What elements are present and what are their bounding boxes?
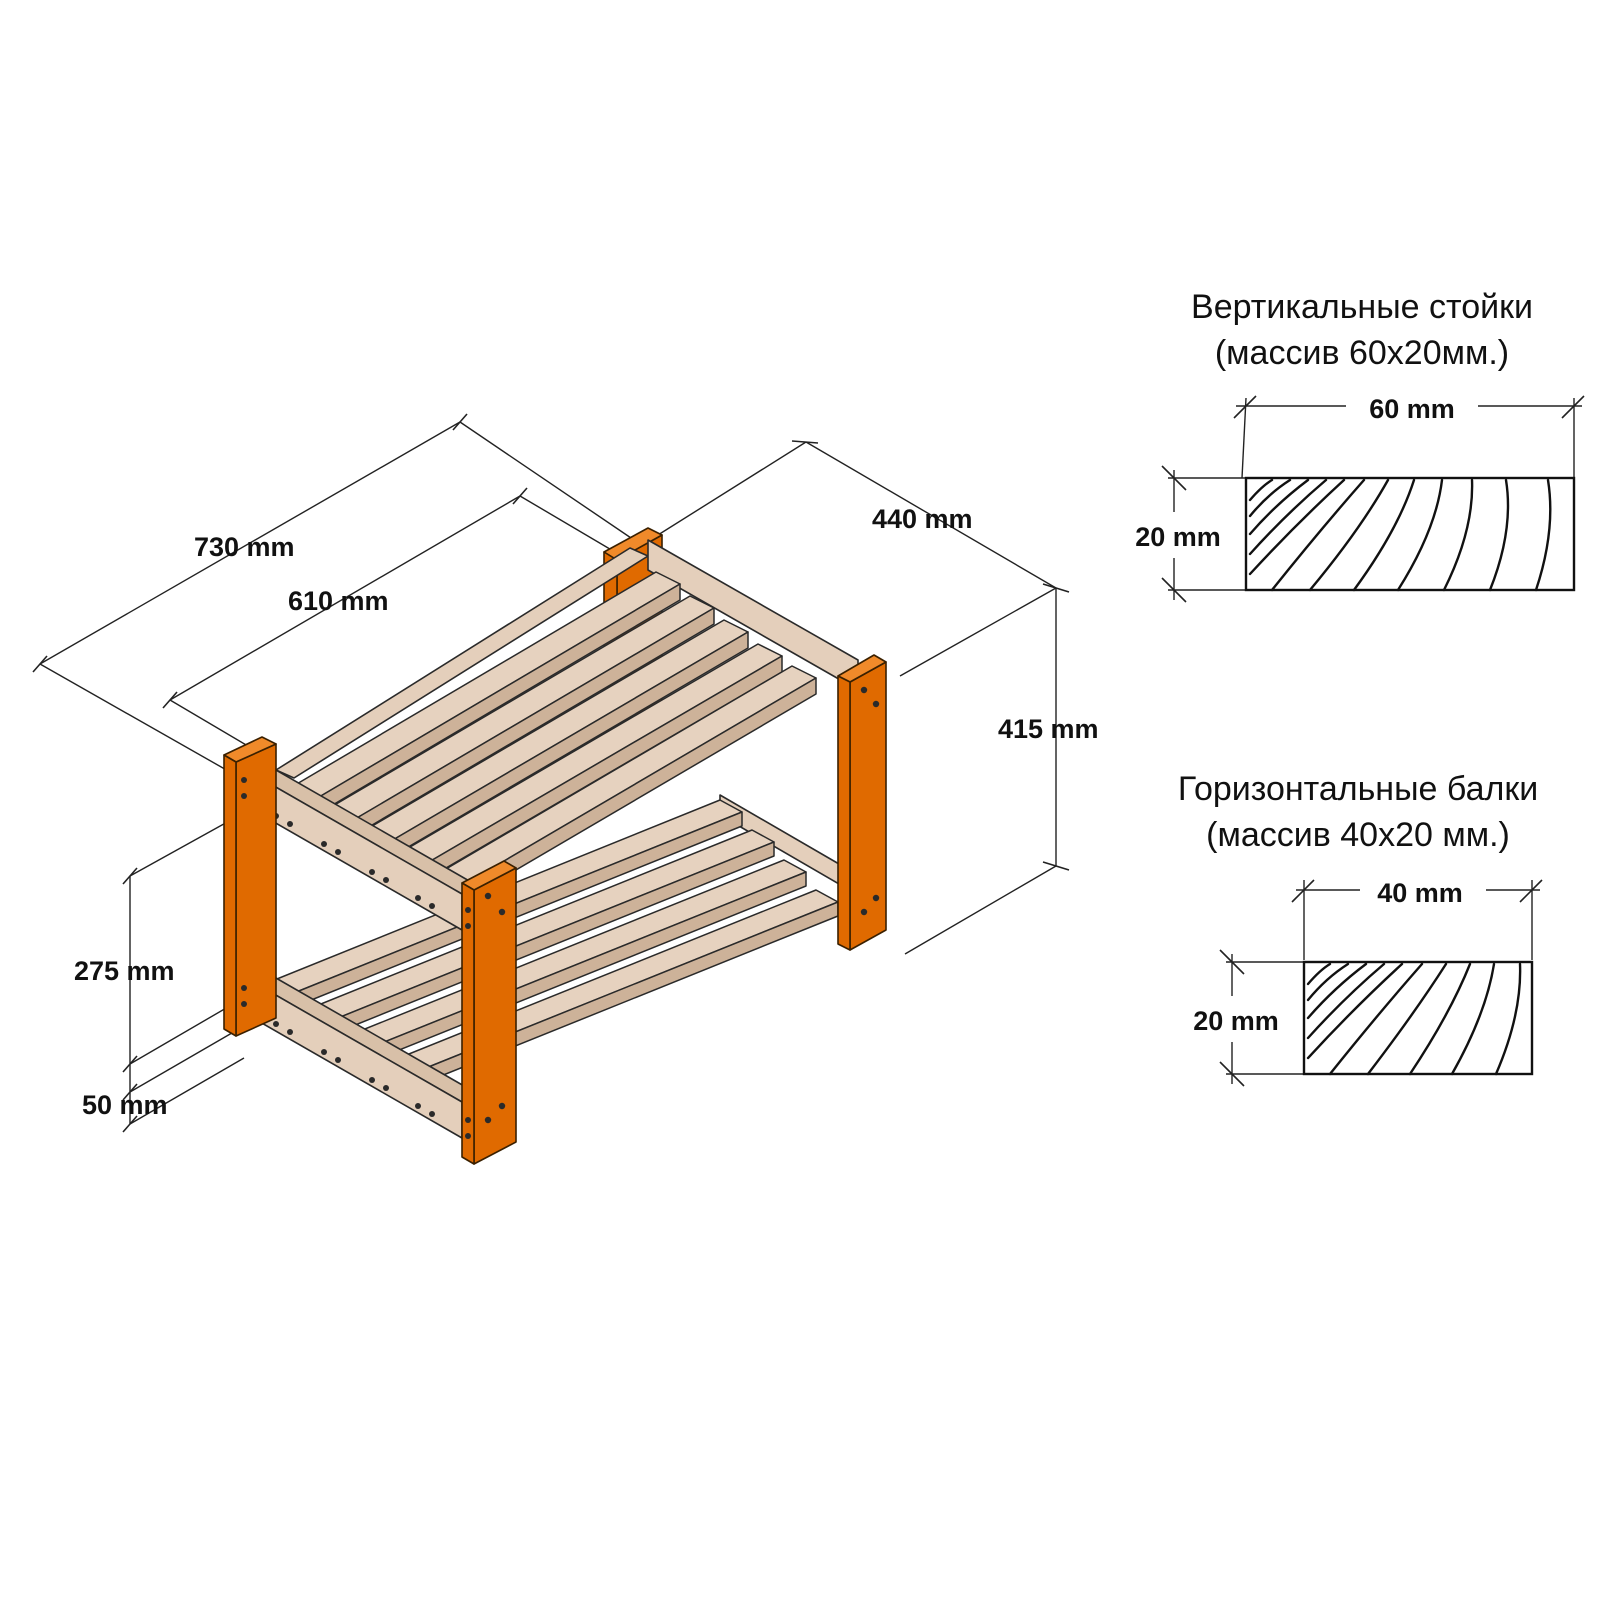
dimension-lines: [32, 413, 1070, 1133]
back-right-post: [837, 654, 887, 951]
height-label: 415 mm: [998, 714, 1099, 744]
vertical-posts-section: Вертикальные стойки (массив 60х20мм.) 60…: [1135, 288, 1585, 603]
vertical-posts-subtitle: (массив 60х20мм.): [1215, 334, 1509, 372]
horizontal-beams-title: Горизонтальные балки: [1178, 770, 1538, 808]
dimension-labels: 730 mm 610 mm 440 mm 415 mm 275 mm 50 mm: [74, 504, 1099, 1120]
shelf-spacing-label: 275 mm: [74, 956, 175, 986]
horizontal-beams-section: Горизонтальные балки (массив 40х20 мм.) …: [1178, 770, 1543, 1087]
post-thickness-label: 20 mm: [1135, 522, 1221, 552]
beam-width-label: 40 mm: [1377, 878, 1463, 908]
shoe-rack: [223, 527, 887, 1165]
depth-label: 440 mm: [872, 504, 973, 534]
front-left-post: [223, 736, 277, 1037]
vertical-posts-title: Вертикальные стойки: [1191, 288, 1533, 326]
total-length-label: 730 mm: [194, 532, 295, 562]
upper-shelf-slats: [289, 571, 817, 905]
beam-wood-grain: [1306, 962, 1522, 1076]
post-width-label: 60 mm: [1369, 394, 1455, 424]
beam-thickness-label: 20 mm: [1193, 1006, 1279, 1036]
bottom-clearance-label: 50 mm: [82, 1090, 168, 1120]
horizontal-beams-subtitle: (массив 40х20 мм.): [1206, 816, 1510, 854]
post-wood-grain: [1248, 478, 1552, 592]
beam-cross-section: [1302, 960, 1534, 1076]
inner-length-label: 610 mm: [288, 586, 389, 616]
front-right-post: [461, 860, 517, 1165]
